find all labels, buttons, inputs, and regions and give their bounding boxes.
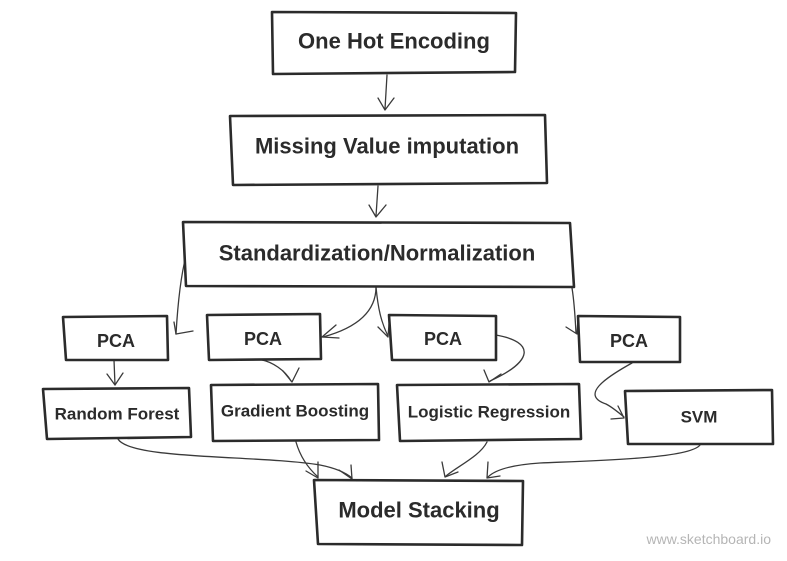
edge-missing-to-standardization bbox=[368, 185, 387, 218]
edge-standardization-to-pca3 bbox=[375, 286, 390, 338]
edges bbox=[106, 74, 701, 480]
nodes: One Hot Encoding Missing Value imputatio… bbox=[41, 10, 775, 547]
node-label-one-hot-encoding: One Hot Encoding bbox=[298, 29, 490, 54]
node-label-random-forest: Random Forest bbox=[55, 405, 180, 424]
edge-onehot-to-missing bbox=[377, 74, 395, 111]
node-label-logistic-regression: Logistic Regression bbox=[408, 403, 570, 422]
node-missing-value-imputation: Missing Value imputation bbox=[228, 113, 549, 187]
edge-pca1-to-randomforest bbox=[106, 359, 124, 386]
node-pca-3: PCA bbox=[387, 313, 498, 362]
edge-randomforest-to-modelstacking bbox=[117, 438, 353, 480]
node-label-pca-4: PCA bbox=[610, 331, 648, 351]
edge-pca4-to-svm bbox=[594, 362, 633, 420]
node-gradient-boosting: Gradient Boosting bbox=[209, 382, 381, 443]
node-model-stacking: Model Stacking bbox=[312, 478, 525, 547]
node-label-missing-value-imputation: Missing Value imputation bbox=[255, 134, 519, 159]
node-random-forest: Random Forest bbox=[41, 386, 193, 441]
node-label-pca-1: PCA bbox=[97, 331, 135, 351]
node-svm: SVM bbox=[623, 388, 775, 446]
node-one-hot-encoding: One Hot Encoding bbox=[270, 10, 518, 76]
node-pca-4: PCA bbox=[576, 314, 682, 364]
edge-gradientboosting-to-modelstacking bbox=[295, 441, 319, 479]
node-logistic-regression: Logistic Regression bbox=[395, 382, 583, 443]
edge-logisticregression-to-modelstacking bbox=[441, 441, 488, 478]
node-standardization: Standardization/Normalization bbox=[181, 220, 576, 289]
node-label-pca-2: PCA bbox=[244, 329, 282, 349]
edge-pca2-to-gradientboosting bbox=[261, 359, 300, 383]
node-pca-1: PCA bbox=[61, 314, 170, 362]
edge-standardization-to-pca4 bbox=[565, 287, 579, 335]
node-label-pca-3: PCA bbox=[424, 329, 462, 349]
node-label-model-stacking: Model Stacking bbox=[338, 498, 499, 523]
edge-standardization-to-pca2 bbox=[321, 286, 377, 339]
watermark-text: www.sketchboard.io bbox=[646, 531, 771, 547]
edge-pca3-to-logisticregression bbox=[483, 334, 525, 383]
node-label-standardization: Standardization/Normalization bbox=[219, 241, 536, 266]
edge-svm-to-modelstacking bbox=[486, 444, 701, 479]
node-label-gradient-boosting: Gradient Boosting bbox=[221, 402, 369, 421]
node-pca-2: PCA bbox=[205, 312, 323, 362]
node-label-svm: SVM bbox=[681, 408, 718, 427]
